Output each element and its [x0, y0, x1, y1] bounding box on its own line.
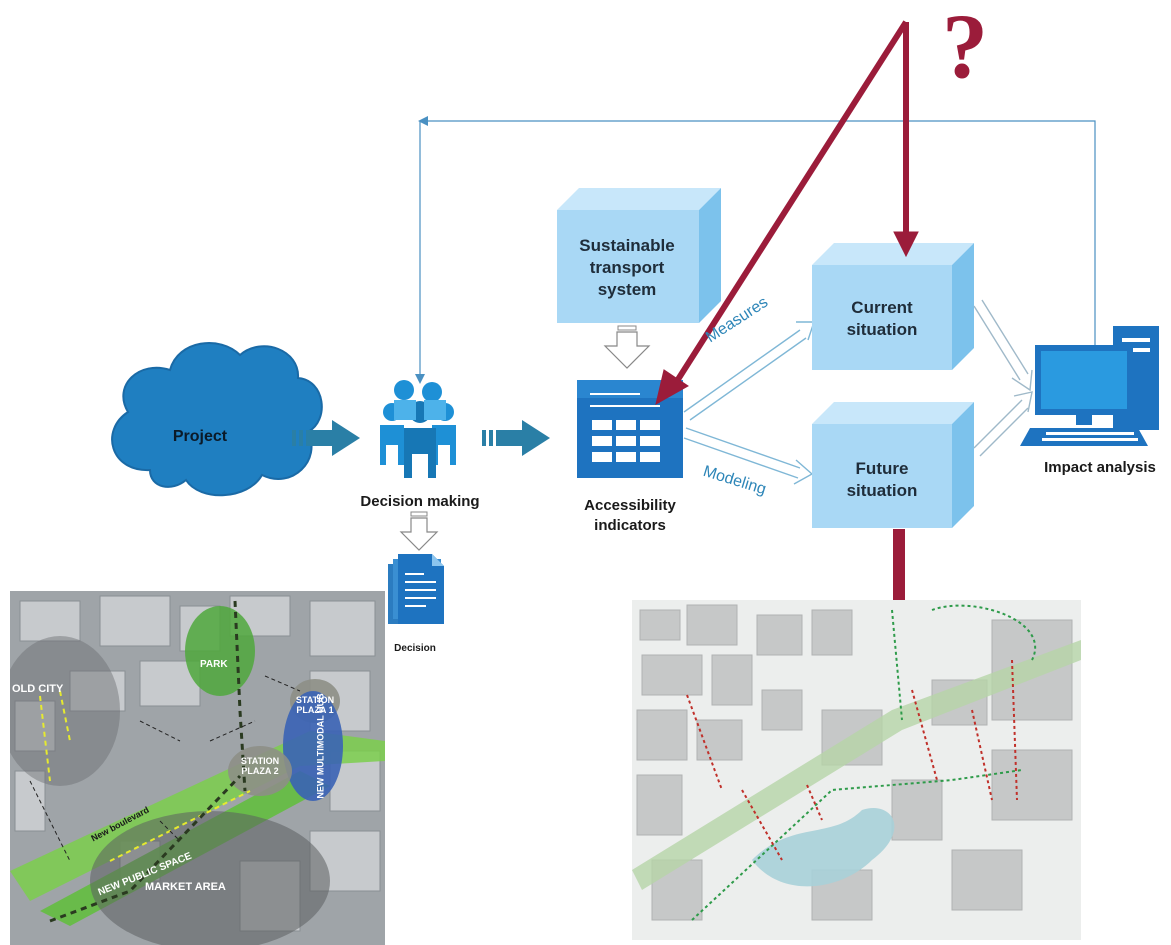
question-mark: ? — [942, 0, 988, 97]
future-situation-label: Future situation — [846, 459, 918, 500]
map-label-park: PARK — [200, 659, 228, 670]
sustainable-transport-label: Sustainable transport system — [579, 236, 675, 299]
current-to-impact-arrow — [973, 299, 1033, 392]
current-situation-label: Current situation — [846, 298, 918, 339]
sustainable-transport-cube — [557, 188, 721, 323]
decision-label: Decision — [394, 643, 436, 654]
sustainable-to-indicators-arrow — [603, 325, 651, 369]
impact-analysis-label: Impact analysis — [1044, 459, 1156, 476]
question-red-arrows — [655, 20, 919, 405]
people-group-icon — [380, 380, 456, 478]
map-label-station-plaza-1: STATION PLAZA 1 — [295, 695, 335, 715]
future-to-impact-arrow — [973, 391, 1033, 457]
decision-making-label: Decision making — [360, 493, 480, 510]
map-label-old-city: OLD CITY — [12, 683, 64, 695]
computer-icon — [1020, 326, 1159, 446]
current-situation-cube — [812, 243, 974, 370]
map-label-market-area: MARKET AREA — [145, 881, 226, 893]
document-icon — [388, 554, 444, 624]
project-label: Project — [172, 428, 228, 445]
project-cloud — [111, 342, 323, 497]
right-map — [632, 600, 1081, 940]
map-label-station-plaza-2: STATION PLAZA 2 — [240, 756, 280, 776]
map-label-multimodal-hub: NEW MULTIMODAL HUB — [315, 693, 326, 799]
left-map: OLD CITY PARK STATION PLAZA 1 NEW MULTIM… — [10, 591, 385, 945]
table-icon — [577, 380, 683, 478]
arrow-project-to-decision — [292, 420, 360, 456]
accessibility-indicators-label: Accessibility indicators — [584, 497, 676, 534]
future-situation-cube — [812, 402, 974, 528]
arrow-decision-to-indicators — [482, 420, 550, 456]
decision-down-arrow — [399, 511, 439, 551]
feedback-loop-line — [415, 116, 1096, 384]
